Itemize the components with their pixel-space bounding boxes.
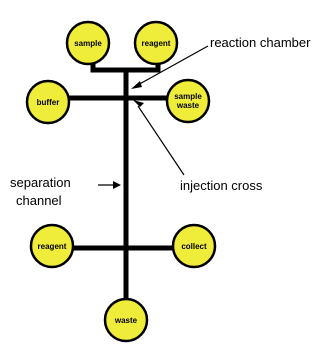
- reservoir-circle: [133, 20, 179, 66]
- annotation-text-line1: separation: [10, 175, 71, 190]
- reservoir-reagent-top: reagent: [133, 20, 179, 66]
- reservoir-circle: [25, 79, 71, 125]
- reservoir-circle: [103, 297, 149, 343]
- arrowhead-icon: [133, 100, 144, 107]
- reservoir-label: reagent: [142, 39, 171, 48]
- reservoir-buffer: buffer: [25, 79, 71, 125]
- arrowhead-icon: [113, 181, 121, 189]
- reservoir-reagent-bottom: reagent: [29, 223, 75, 269]
- reservoir-label: collect: [181, 242, 207, 251]
- reservoir-label-line1: sample: [174, 92, 202, 101]
- pointer-line: [137, 105, 185, 176]
- reservoir-label: buffer: [37, 98, 60, 107]
- reservoir-sample-top: sample: [65, 20, 111, 66]
- reservoir-label-line2: waste: [176, 101, 200, 110]
- annotation-reaction-chamber: reaction chamber: [131, 35, 311, 89]
- arrowhead-icon: [131, 81, 142, 89]
- reservoir-label: waste: [114, 316, 138, 325]
- channel-network: [45, 41, 197, 321]
- pointer-line: [135, 45, 209, 87]
- annotation-separation-channel: separation channel: [10, 175, 121, 208]
- reservoir-label: sample: [74, 39, 102, 48]
- annotation-text: reaction chamber: [210, 35, 311, 50]
- reservoir-collect: collect: [171, 223, 217, 269]
- reservoir-circle: [65, 20, 111, 66]
- reservoir-label: reagent: [38, 242, 67, 251]
- annotation-text-line2: channel: [16, 193, 62, 208]
- reservoir-circle: [29, 223, 75, 269]
- reservoir-waste: waste: [103, 297, 149, 343]
- reservoir-circle: [171, 223, 217, 269]
- annotation-injection-cross: injection cross: [133, 100, 263, 193]
- reservoir-sample-waste: sample waste: [165, 78, 211, 124]
- annotation-text: injection cross: [180, 178, 263, 193]
- reservoir-circle: [165, 78, 211, 124]
